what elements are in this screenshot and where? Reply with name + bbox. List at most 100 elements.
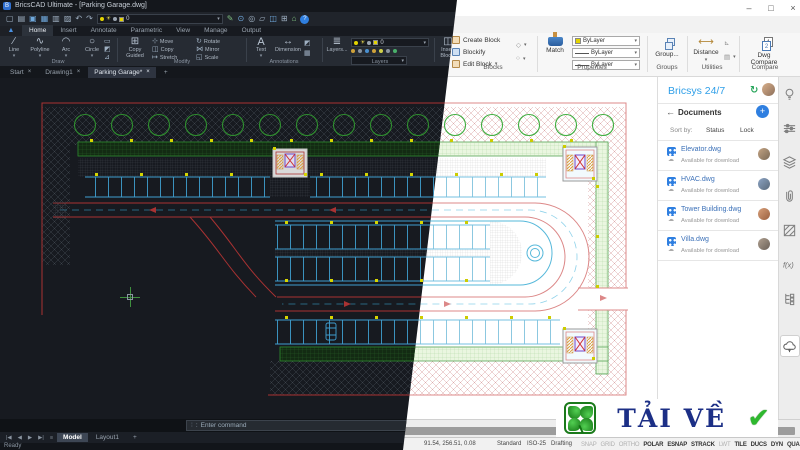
close-tab-icon[interactable]: × (27, 69, 32, 75)
linetype-select[interactable]: ByLayer▾ (572, 60, 640, 70)
tool-viewport-icon[interactable]: ◫ (269, 14, 277, 23)
freeze-icon[interactable] (351, 49, 355, 53)
help-icon[interactable]: ? (300, 14, 310, 24)
toggle-lwt[interactable]: LWT (718, 442, 731, 448)
tool-grid-icon[interactable]: ⊞ (280, 14, 288, 23)
layers-manager-button[interactable]: ≣Layers... (326, 36, 348, 54)
region-tool[interactable]: ⊿ (104, 54, 110, 61)
undo-icon[interactable]: ↶ (75, 14, 83, 23)
toggle-quad[interactable]: QUAD (786, 442, 800, 448)
leader-tool[interactable]: ◩ (304, 40, 311, 47)
block-tool-2[interactable]: ○▾ (516, 55, 526, 62)
structure-tree-icon[interactable] (782, 291, 797, 306)
tab-home[interactable]: Home (22, 25, 54, 36)
layer-select[interactable]: ☀ 0 ▾ (351, 38, 429, 47)
command-line[interactable]: ⁞ : Enter command (186, 420, 412, 431)
tab-start[interactable]: Start× (10, 68, 32, 76)
dim-style[interactable]: ISO-25 (527, 441, 547, 447)
block-tool-1[interactable]: ◇▾ (516, 42, 527, 49)
tab-parametric[interactable]: Parametric (130, 27, 163, 34)
add-document-button[interactable]: + (756, 105, 769, 118)
merge-icon[interactable] (393, 49, 397, 53)
dwg-compare-button[interactable]: 12Dwg Compare (744, 37, 784, 66)
on-icon[interactable] (379, 49, 383, 53)
model-tab[interactable]: Model (57, 433, 88, 442)
back-arrow-icon[interactable]: ← (666, 107, 675, 117)
tool-circle-icon[interactable]: ◎ (248, 14, 256, 23)
nav-last-icon[interactable]: ▶| (38, 434, 44, 441)
properties-sliders-icon[interactable] (782, 121, 797, 136)
tab-parking-garage[interactable]: Parking Garage*× (88, 66, 156, 78)
tool-plane-icon[interactable]: ▱ (259, 14, 266, 23)
toggle-esnap[interactable]: ESNAP (667, 442, 688, 448)
toggle-dyn[interactable]: DYN (770, 442, 783, 448)
copy-tool[interactable]: ◫Copy (152, 46, 174, 53)
workspace[interactable]: Drafting (551, 441, 573, 447)
current-standard[interactable]: Standard (497, 441, 522, 447)
nav-menu-icon[interactable]: ≡ (49, 434, 54, 441)
layout1-tab[interactable]: Layout1 (95, 434, 119, 441)
print-icon[interactable]: ▥ (52, 14, 60, 23)
maximize-button[interactable]: □ (768, 3, 774, 13)
line-tool[interactable]: ∕Line▾ (8, 36, 20, 60)
rectangle-tool[interactable]: ▭ (104, 38, 111, 45)
toggle-polar[interactable]: POLAR (643, 442, 664, 448)
close-button[interactable]: × (790, 3, 796, 13)
user-avatar[interactable] (762, 83, 775, 96)
create-block-button[interactable]: Create Block (452, 36, 500, 44)
off-icon[interactable] (386, 49, 390, 53)
sort-status-option[interactable]: Status (706, 127, 725, 134)
nav-prev-icon[interactable]: ◀ (17, 434, 22, 441)
document-item[interactable]: Elevator.dwg ☁ Available for download (658, 142, 779, 170)
edit-block-button[interactable]: Edit Block▾ (452, 60, 497, 68)
layers-icon[interactable] (782, 155, 797, 170)
bricscad-logo[interactable]: ▲ (0, 26, 22, 36)
tips-bulb-icon[interactable] (782, 87, 797, 102)
document-item[interactable]: Tower Building.dwg ☁ Available for downl… (658, 202, 779, 230)
blockify-button[interactable]: Blockify (452, 48, 485, 56)
toggle-strack[interactable]: STRACK (691, 442, 715, 448)
new-tab-button[interactable]: + (163, 68, 168, 76)
circle-tool[interactable]: ○Circle▾ (84, 36, 100, 60)
table-tool[interactable]: ▦ (304, 50, 311, 57)
redo-icon[interactable]: ↷ (86, 14, 93, 23)
distance-button[interactable]: ⟷Distance▾ (693, 36, 719, 64)
stretch-tool[interactable]: ↦Stretch (152, 54, 178, 61)
nav-next-icon[interactable]: ▶ (27, 434, 33, 441)
attachments-paperclip-icon[interactable] (782, 189, 797, 204)
document-item[interactable]: HVAC.dwg ☁ Available for download (658, 172, 779, 200)
close-tab-icon[interactable]: × (146, 69, 150, 75)
rotate-tool[interactable]: ↻Rotate (196, 38, 221, 45)
thaw-icon[interactable] (372, 49, 376, 53)
scale-tool[interactable]: ◱Scale (196, 54, 219, 61)
angle-tool[interactable]: ⊾ (724, 40, 730, 47)
plot-icon[interactable]: ▨ (63, 14, 72, 23)
tab-output[interactable]: Output (241, 27, 262, 34)
hatch-panel-icon[interactable] (782, 223, 797, 238)
toggle-grid[interactable]: GRID (600, 442, 615, 448)
tab-annotate[interactable]: Annotate (90, 27, 117, 34)
tab-manage[interactable]: Manage (204, 27, 228, 34)
polyline-tool[interactable]: ∿Polyline▾ (30, 36, 50, 60)
fields-fx-icon[interactable]: f(x) (782, 257, 797, 272)
toggle-snap[interactable]: SNAP (581, 442, 597, 448)
save-icon[interactable]: ▣ (29, 14, 37, 23)
document-item[interactable]: Villa.dwg ☁ Available for download (658, 232, 779, 260)
lineweight-select[interactable]: ByLayer▾ (572, 48, 640, 58)
open-file-icon[interactable]: ▤ (17, 14, 26, 23)
toggle-ducs[interactable]: DUCS (750, 442, 767, 448)
tool-target-icon[interactable]: ⊙ (237, 14, 245, 23)
quick-select-tool[interactable]: ▤▾ (724, 54, 736, 61)
sort-lock-option[interactable]: Lock (740, 127, 754, 134)
dimension-tool[interactable]: ↔Dimension (275, 36, 301, 54)
toggle-tile[interactable]: TILE (734, 442, 747, 448)
insert-block-button[interactable]: ◫Insert Bloc... (440, 36, 456, 60)
match-button[interactable]: Match (542, 32, 568, 54)
refresh-icon[interactable]: ↻ (750, 85, 759, 96)
tab-insert[interactable]: Insert (60, 27, 77, 34)
mirror-tool[interactable]: ⋈Mirror (196, 46, 220, 53)
save-as-icon[interactable]: ▦ (40, 14, 49, 23)
nav-first-icon[interactable]: |◀ (6, 434, 12, 441)
tab-view[interactable]: View (176, 27, 191, 34)
